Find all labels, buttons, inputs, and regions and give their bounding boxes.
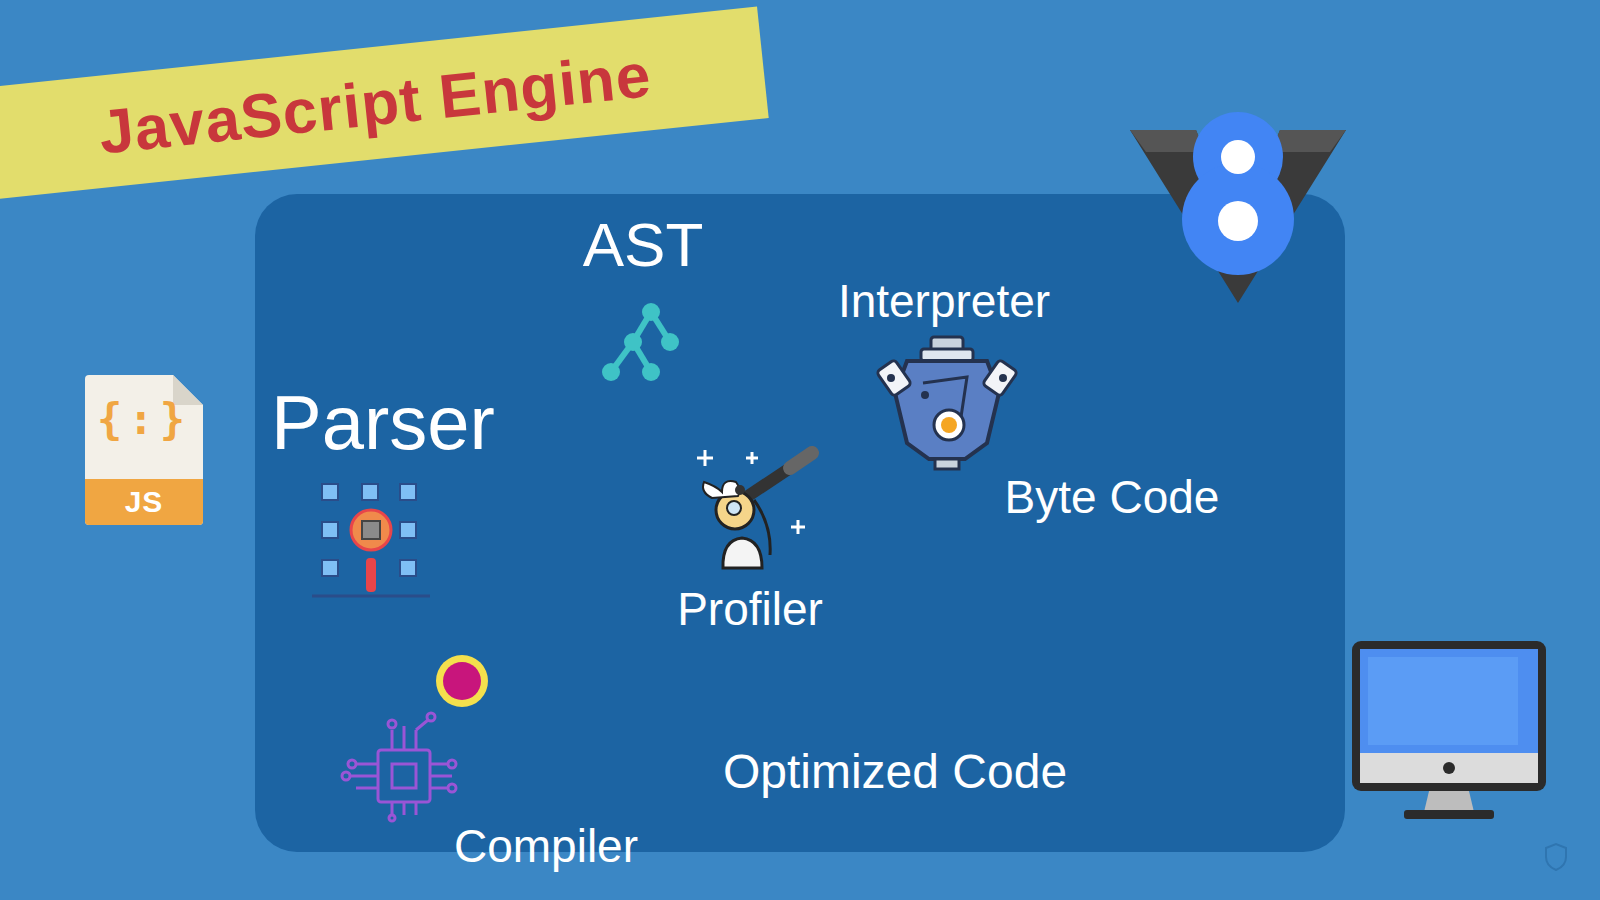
file-page xyxy=(85,375,203,525)
chip-icon-part xyxy=(430,775,452,778)
scientist-icon-part xyxy=(727,501,741,515)
v8-logo xyxy=(1130,112,1346,303)
engine-icon-part xyxy=(934,410,964,440)
parser-icon-part-part xyxy=(400,484,416,500)
signal-dot-part xyxy=(443,662,481,700)
tree-icon-part xyxy=(624,333,642,351)
monitor-icon-part xyxy=(1360,649,1538,753)
chip-icon-part xyxy=(392,764,416,788)
v8-logo-part xyxy=(1218,201,1258,241)
scientist-icon-part-part xyxy=(791,526,805,529)
stage-label: Byte Code xyxy=(1005,472,1220,523)
engine-panel xyxy=(255,194,1345,852)
stage-label: AST xyxy=(583,211,704,279)
parser-icon-part-part xyxy=(322,484,338,500)
scientist-icon-part-part xyxy=(697,457,713,460)
chip-icon-part xyxy=(356,763,378,766)
chip-icon-part xyxy=(416,720,428,730)
tree-icon-part xyxy=(661,333,679,351)
signal-dot-part xyxy=(436,655,488,707)
parser-icon xyxy=(312,484,430,596)
engine-icon-part xyxy=(895,361,999,459)
watermark-shield xyxy=(1546,844,1566,870)
monitor-icon xyxy=(1352,641,1546,819)
tree-icon-part xyxy=(642,363,660,381)
watermark-shield-part xyxy=(1546,844,1566,870)
parser-icon-part xyxy=(312,595,430,598)
engine-icon-part xyxy=(941,417,957,433)
chip-icon xyxy=(342,713,456,821)
monitor-icon-part xyxy=(1352,641,1546,791)
chip-icon-part xyxy=(378,750,430,802)
scientist-icon-part xyxy=(703,481,740,498)
engine-icon-part xyxy=(887,374,895,382)
chip-icon-part xyxy=(427,713,435,721)
signal-dot xyxy=(436,655,488,707)
stage-label: Profiler xyxy=(677,584,823,635)
file-icon: {:} JS xyxy=(85,375,203,525)
scientist-icon-part xyxy=(790,453,812,468)
v8-logo-part xyxy=(1221,140,1255,174)
chip-icon-part xyxy=(448,784,456,792)
stage-label: Interpreter xyxy=(838,276,1050,327)
parser-icon-part xyxy=(366,558,376,592)
chip-icon-part xyxy=(403,726,406,750)
chip-icon-part xyxy=(430,763,448,766)
file-band xyxy=(85,479,203,525)
chip-icon-part xyxy=(350,775,378,778)
engine-icon-part xyxy=(935,459,959,469)
chip-icon-part xyxy=(430,787,448,790)
engine-icon-part xyxy=(921,391,929,399)
tree-icon xyxy=(602,303,679,381)
chip-icon-part xyxy=(403,802,406,815)
parser-icon-part-part xyxy=(400,522,416,538)
v8-logo-part xyxy=(1130,130,1205,152)
chip-icon-part xyxy=(389,815,395,821)
stage-label: Parser xyxy=(271,381,495,465)
chip-icon-part xyxy=(356,787,378,790)
scientist-icon-part xyxy=(735,485,745,495)
monitor-icon-part xyxy=(1404,810,1494,819)
chip-icon-part xyxy=(388,720,396,728)
tree-icon-part xyxy=(642,303,660,321)
parser-icon-part-part xyxy=(322,560,338,576)
parser-icon-part-part xyxy=(322,522,338,538)
chip-icon-part xyxy=(448,760,456,768)
chip-icon-part xyxy=(348,760,356,768)
file-type-label: JS xyxy=(85,487,203,517)
chip-icon-part xyxy=(415,802,418,815)
parser-icon-part xyxy=(351,510,391,550)
file-glyph: {:} xyxy=(85,399,203,441)
v8-logo-part xyxy=(1130,130,1346,303)
title-banner: JavaScript Engine xyxy=(0,7,769,200)
monitor-icon-part xyxy=(1368,657,1518,745)
scientist-icon-part xyxy=(754,500,770,555)
engine-icon xyxy=(876,337,1017,469)
parser-icon-part xyxy=(362,521,380,539)
engine-icon-part xyxy=(876,359,911,396)
engine-icon-part xyxy=(982,359,1017,396)
diagram-title: JavaScript Engine xyxy=(96,39,655,168)
chip-icon-part xyxy=(391,730,394,750)
parser-icon-part-part xyxy=(362,484,378,500)
parser-icon-part-part xyxy=(400,560,416,576)
scientist-icon-part-part xyxy=(746,457,758,460)
scientist-icon xyxy=(697,450,812,568)
stage-label: Compiler xyxy=(454,821,638,872)
stage-label: Optimized Code xyxy=(723,746,1067,799)
engine-icon-part xyxy=(999,374,1007,382)
chip-icon-part xyxy=(391,802,394,815)
chip-icon-part xyxy=(342,772,350,780)
monitor-icon-part xyxy=(1443,762,1455,774)
monitor-icon-part xyxy=(1360,753,1538,783)
v8-logo-part xyxy=(1271,130,1346,152)
tree-icon-part xyxy=(602,363,620,381)
chip-icon-part xyxy=(415,730,418,750)
scientist-icon-part xyxy=(723,538,762,568)
v8-logo-part xyxy=(1182,163,1294,275)
